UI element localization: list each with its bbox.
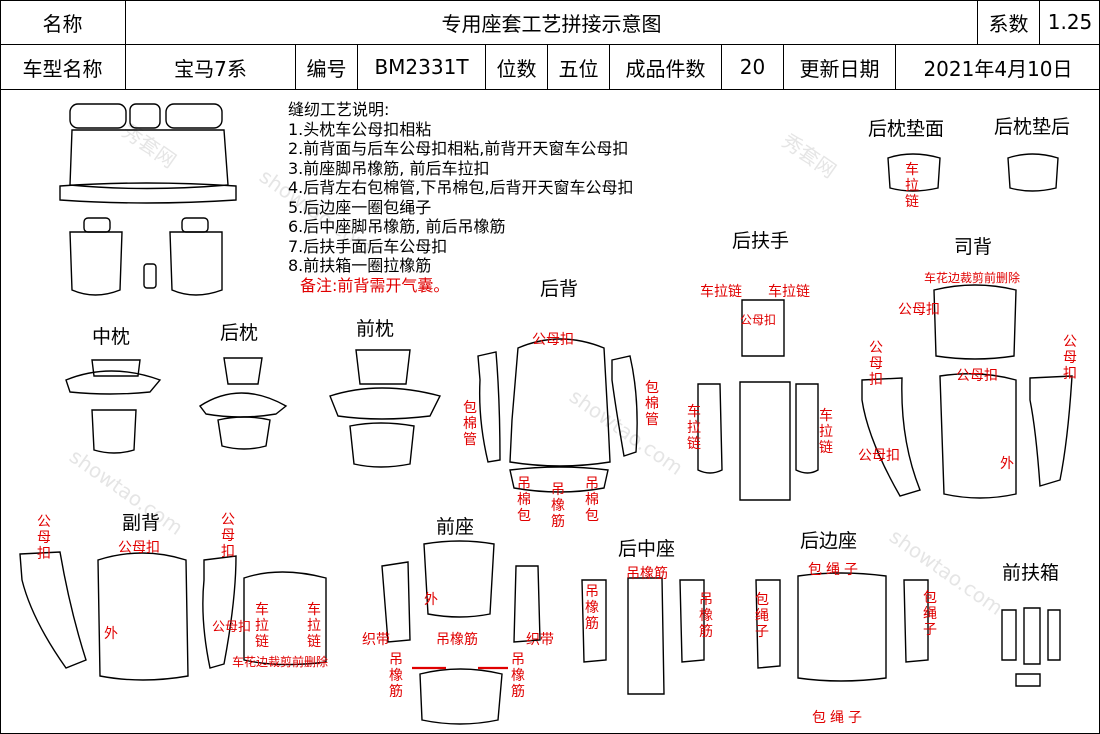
code-value: BM2331T	[358, 45, 486, 89]
annot-cotton-tube: 包棉管	[645, 380, 659, 428]
coef-value: 1.25	[1047, 10, 1093, 34]
annot-zip: 车拉链	[255, 602, 269, 650]
annot-hang-elastic: 吊橡筋	[511, 652, 525, 700]
annot-hang-cotton: 吊棉包	[585, 476, 599, 524]
annot-outer: 外	[424, 592, 438, 608]
sewing-notes: 缝纫工艺说明: 1.头枕车公母扣相粘 2.前背面与后车公母扣相粘,前背开天窗车公…	[288, 100, 633, 295]
annot-wrap-rope: 包绳子	[812, 710, 866, 726]
annot-snap: 公母扣	[858, 448, 900, 464]
annot-snap: 公母扣	[869, 340, 883, 388]
annot-pillow-zip: 车拉链	[905, 162, 919, 210]
section-rear-headrest: 后枕	[220, 322, 259, 344]
sheet-title: 专用座套工艺拼接示意图	[126, 0, 978, 44]
section-front-armbox: 前扶箱	[1002, 562, 1060, 584]
annot-snap: 公母扣	[118, 540, 160, 556]
pieces-label: 成品件数	[610, 45, 722, 89]
note-item-1: 1.头枕车公母扣相粘	[288, 119, 432, 139]
annot-hang-elastic-h: 吊橡筋	[626, 566, 668, 582]
header-row-2: 车型名称 宝马7系 编号 BM2331T 位数 五位 成品件数 20 更新日期 …	[0, 45, 1100, 90]
note-item-3: 3.前座脚吊橡筋, 前后车拉扣	[288, 158, 490, 178]
annot-hang-elastic: 吊橡筋	[585, 584, 599, 632]
annot-wrap-rope: 包绳子	[808, 562, 862, 578]
annot-snap: 公母扣	[898, 302, 940, 318]
name-label: 名称	[0, 0, 126, 44]
notes-title: 缝纫工艺说明:	[288, 100, 390, 119]
coef-label: 系数	[978, 0, 1040, 44]
section-rear-middle-seat: 后中座	[618, 538, 676, 560]
annot-zip: 车拉链	[768, 284, 810, 300]
section-front-headrest: 前枕	[356, 318, 395, 340]
section-rear-armrest: 后扶手	[732, 230, 790, 252]
section-passenger-back: 副背	[122, 512, 161, 534]
date-label: 更新日期	[784, 45, 896, 89]
section-rear-back: 后背	[540, 278, 579, 300]
annot-hang-elastic-h: 吊橡筋	[436, 632, 478, 648]
annot-webbing: 织带	[362, 632, 390, 648]
annot-snap: 公母扣	[221, 512, 235, 560]
header-row-1: 名称 专用座套工艺拼接示意图 系数 1.25	[0, 0, 1100, 45]
annot-snap: 公母扣	[956, 368, 998, 384]
annot-hang-elastic: 吊橡筋	[551, 482, 565, 530]
section-driver-back: 司背	[954, 236, 993, 258]
section-rear-side-seat: 后边座	[800, 530, 858, 552]
annot-hang-cotton: 吊棉包	[517, 476, 531, 524]
annot-passenger-note: 车花边裁剪前删除	[232, 655, 329, 669]
annot-outer: 外	[104, 626, 118, 642]
annot-snap: 公母扣	[740, 313, 777, 327]
annot-hang-elastic: 吊橡筋	[389, 652, 403, 700]
annot-hang-elastic: 吊橡筋	[699, 592, 713, 640]
seats-label: 位数	[486, 45, 548, 89]
model-value: 宝马7系	[126, 45, 296, 89]
section-front-seat: 前座	[436, 516, 475, 538]
annot-outer: 外	[1000, 456, 1014, 472]
note-item-8: 8.前扶箱一圈拉橡筋	[288, 256, 432, 275]
note-item-7: 7.后扶手面后车公母扣	[288, 236, 448, 256]
annot-wrap-rope: 包绳子	[755, 592, 769, 640]
front-seats-thumbnail	[69, 217, 223, 296]
annot-zip: 车拉链	[687, 404, 701, 452]
annot-driver-note: 车花边裁剪前删除	[924, 271, 1021, 285]
note-item-5: 5.后边座一圈包绳子	[288, 197, 432, 217]
annot-webbing: 织带	[526, 632, 554, 648]
code-label: 编号	[296, 45, 358, 89]
annot-snap: 公母扣	[532, 332, 574, 348]
annot-snap: 公母扣	[37, 514, 51, 562]
annot-wrap-rope: 包绳子	[923, 590, 937, 638]
section-rear-pillow-back: 后枕垫后	[994, 116, 1071, 138]
note-item-6: 6.后中座脚吊橡筋, 前后吊橡筋	[288, 217, 506, 236]
notes-remark: 备注:前背需开气囊。	[300, 275, 450, 295]
rear-bench-thumbnail	[59, 103, 237, 204]
annot-snap: 公母扣	[212, 620, 252, 635]
section-mid-headrest: 中枕	[92, 326, 131, 348]
annot-zip: 车拉链	[700, 284, 742, 300]
seats-value: 五位	[548, 45, 610, 89]
pieces-value: 20	[722, 45, 784, 89]
note-item-2: 2.前背面与后车公母扣相粘,前背开天窗车公母扣	[288, 139, 629, 158]
annot-snap: 公母扣	[1063, 334, 1077, 382]
annot-zip: 车拉链	[819, 408, 833, 456]
section-rear-pillow-face: 后枕垫面	[868, 118, 945, 140]
date-value: 2021年4月10日	[923, 56, 1073, 81]
note-item-4: 4.后背左右包棉管,下吊棉包,后背开天窗车公母扣	[288, 178, 634, 197]
model-label: 车型名称	[0, 45, 126, 89]
annot-cotton-tube: 包棉管	[463, 400, 477, 448]
annot-zip: 车拉链	[307, 602, 321, 650]
